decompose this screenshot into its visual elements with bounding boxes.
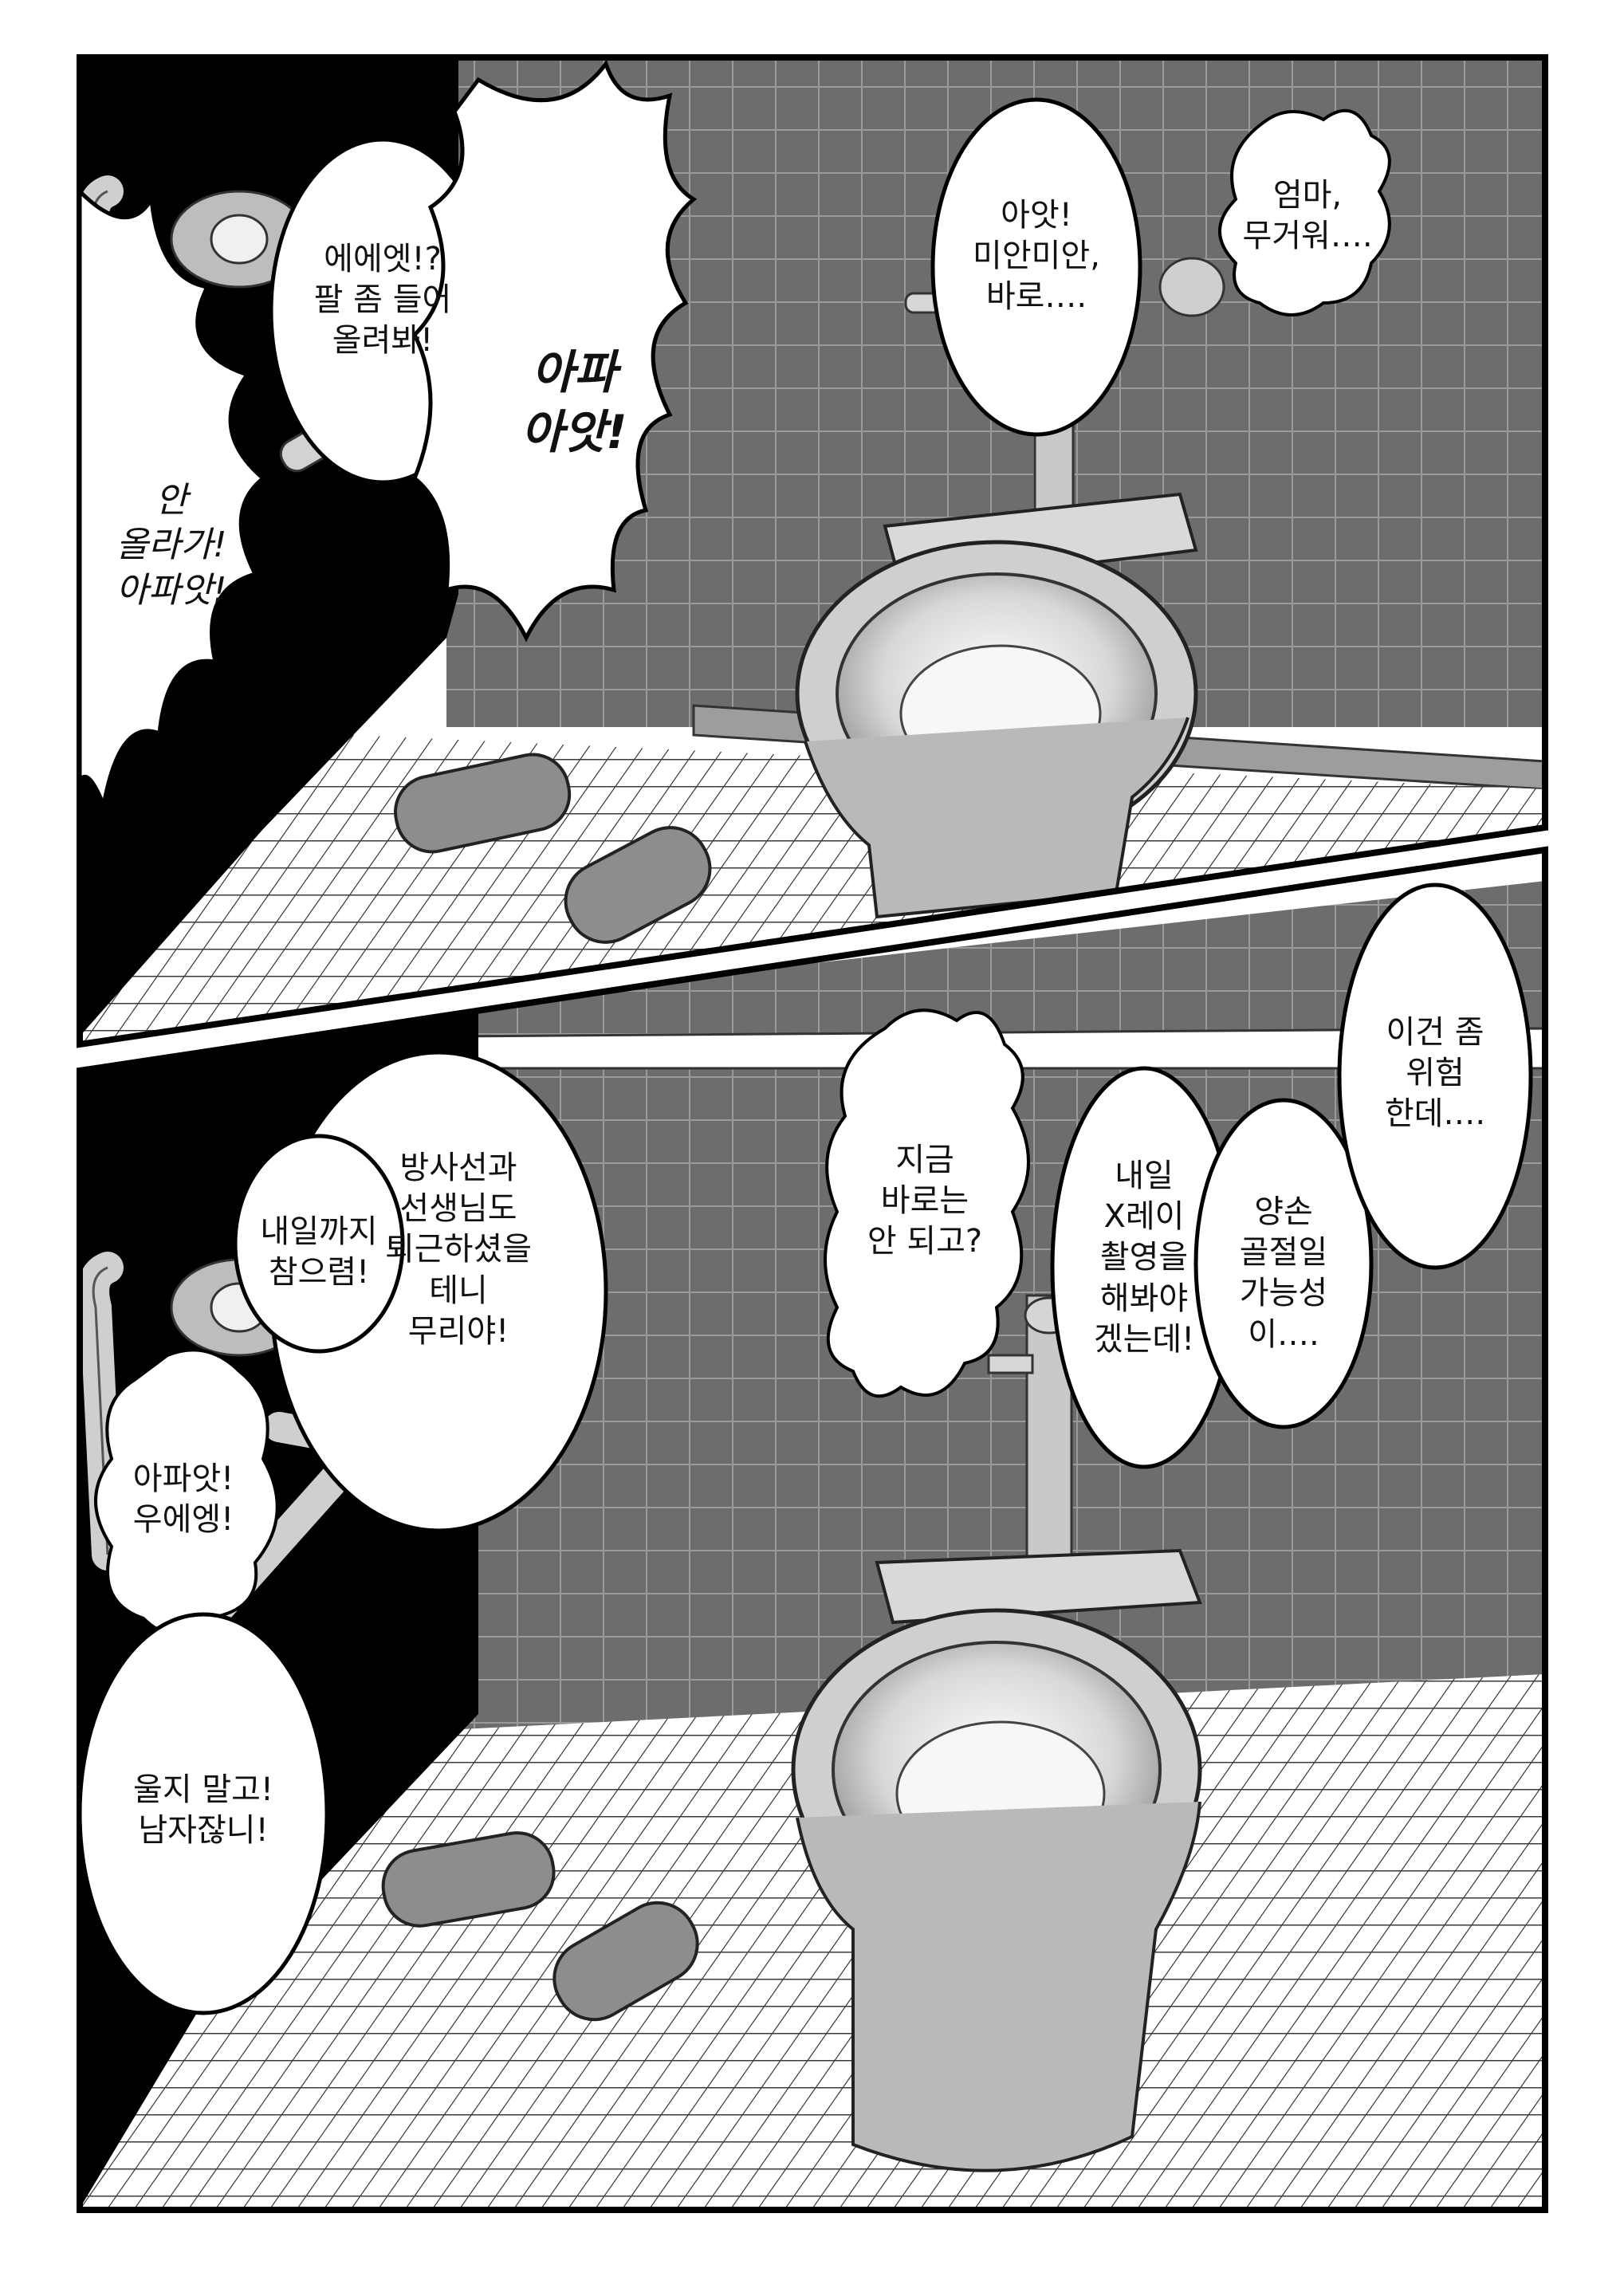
dialogue-line: 겠는데! xyxy=(1093,1320,1195,1358)
dialogue-line: 팔 좀 들어 xyxy=(313,281,452,319)
dialogue-line: 아앗! xyxy=(521,405,627,460)
dialogue-line: 안 xyxy=(155,480,188,521)
dialogue-line: 한데…. xyxy=(1384,1095,1486,1133)
dialogue-line: 가능성 xyxy=(1239,1275,1328,1312)
dialogue-line: 내일 xyxy=(1115,1158,1174,1194)
speech-bubble-b9 xyxy=(77,1612,329,2015)
dialogue-line: 올려봐! xyxy=(332,322,434,360)
dialogue-line: 테니 xyxy=(429,1272,488,1309)
dialogue-b8: 아파앗! 우에엥! xyxy=(112,1459,255,1540)
dialogue-line: 선생님도 xyxy=(399,1190,517,1228)
dialogue-line: 올라가! xyxy=(116,525,227,566)
dialogue-b5: 엄마, 무거워…. xyxy=(1228,175,1387,257)
dialogue-line: 퇴근하셨을 xyxy=(385,1231,532,1268)
speech-bubble-b7 xyxy=(233,1134,405,1354)
dialogue-line: 엄마, xyxy=(1272,177,1343,214)
bottom-panel-art xyxy=(80,850,1545,2210)
dialogue-line: 아앗! xyxy=(1001,197,1072,234)
dialogue-line: 아파 xyxy=(531,345,617,399)
dialogue-line: 위험 xyxy=(1406,1055,1465,1092)
dialogue-b4: 아앗! 미안미안,바로…. xyxy=(949,195,1124,318)
dialogue-line: 아파앗! xyxy=(132,1461,234,1497)
shout-bubble-b3 xyxy=(77,186,266,812)
dialogue-b9: 울지 말고! 남자잖니! xyxy=(104,1770,303,1851)
speech-bubble-b12 xyxy=(1193,1098,1374,1429)
dialogue-line: 에에엣!? xyxy=(324,241,442,277)
dialogue-line: 방사선과 xyxy=(399,1150,517,1186)
dialogue-line: 바로…. xyxy=(985,278,1087,316)
dialogue-line: X레이 xyxy=(1103,1198,1185,1236)
dialogue-line: 안 되고? xyxy=(867,1223,983,1260)
dialogue-line: 촬영을 xyxy=(1099,1239,1189,1276)
dialogue-line: 울지 말고! xyxy=(133,1771,273,1808)
dialogue-line: 바로는 xyxy=(880,1182,969,1220)
dialogue-line: 남자잖니! xyxy=(138,1812,269,1850)
thought-bubble-b10 xyxy=(824,1008,1030,1398)
dialogue-line: 미안미안, xyxy=(973,238,1100,275)
dialogue-line: 무리야! xyxy=(407,1312,509,1350)
dialogue-line: 이…. xyxy=(1248,1315,1319,1353)
speech-bubble-b4 xyxy=(930,97,1142,437)
dialogue-line: 우에엥! xyxy=(132,1501,234,1539)
dialogue-line: 양손 xyxy=(1254,1193,1313,1230)
dialogue-line: 골절일 xyxy=(1239,1234,1328,1272)
speech-bubble-b13 xyxy=(1337,883,1533,1270)
dialogue-line: 무거워…. xyxy=(1242,218,1373,255)
shout-bubble-b2 xyxy=(411,59,698,643)
thought-bubble-b5 xyxy=(1218,108,1391,316)
dialogue-line: 참으렴! xyxy=(268,1254,370,1292)
dialogue-line: 지금 xyxy=(895,1142,954,1178)
dialogue-line: 내일까지 xyxy=(260,1213,378,1250)
dialogue-line: 아파앗! xyxy=(116,569,227,611)
dialogue-line: 해봐야 xyxy=(1099,1280,1189,1317)
dialogue-line: 이건 좀 xyxy=(1386,1014,1484,1051)
